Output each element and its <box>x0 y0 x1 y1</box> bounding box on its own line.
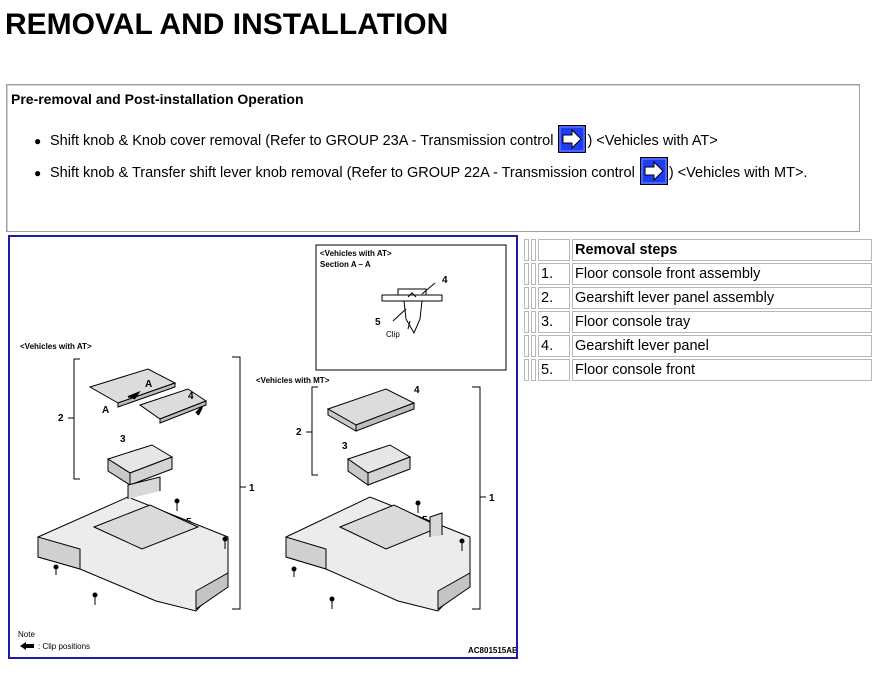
mt-callout-1: 1 <box>489 493 495 504</box>
table-row: 2. Gearshift lever panel assembly <box>524 287 872 309</box>
pre-operation-item-suffix: ) <Vehicles with MT>. <box>668 165 808 181</box>
inset-clip-section-drawing <box>381 282 443 335</box>
removal-steps-table: Removal steps 1. Floor console front ass… <box>522 237 874 383</box>
mt-heading: <Vehicles with MT> <box>256 376 330 385</box>
mt-floor-console-drawing <box>285 496 471 612</box>
mt-callout-2: 2 <box>296 427 302 438</box>
step-number: 3. <box>538 311 570 333</box>
table-row: 3. Floor console tray <box>524 311 872 333</box>
at-clip-arrow-icon <box>127 390 141 400</box>
at-callout-4: 4 <box>188 391 194 402</box>
mt-callout-3: 3 <box>342 441 348 452</box>
step-number: 4. <box>538 335 570 357</box>
inset-section-label: Section A – A <box>320 260 371 269</box>
inset-box <box>315 244 507 371</box>
at-brackets <box>68 356 246 610</box>
table-header-row: Removal steps <box>524 239 872 261</box>
step-name: Gearshift lever panel <box>572 335 872 357</box>
table-row: 4. Gearshift lever panel <box>524 335 872 357</box>
reference-link-arrow-icon[interactable] <box>558 125 587 153</box>
inset-callout-5: 5 <box>375 317 381 328</box>
at-callout-a-left: A <box>102 405 109 416</box>
at-screw-icons <box>53 498 228 605</box>
at-heading: <Vehicles with AT> <box>20 342 92 351</box>
reference-link-arrow-icon[interactable] <box>639 157 668 185</box>
step-name: Floor console front <box>572 359 872 381</box>
at-gearshift-panel-drawing <box>88 368 208 424</box>
inset-clip-label: Clip <box>386 330 400 339</box>
note-text: : Clip positions <box>38 642 90 651</box>
step-name: Gearshift lever panel assembly <box>572 287 872 309</box>
at-floor-console-drawing <box>37 476 229 612</box>
bullet-icon: ● <box>34 166 42 180</box>
step-number: 2. <box>538 287 570 309</box>
exploded-view-diagram[interactable]: <Vehicles with AT> Section A – A 4 5 Cli… <box>8 235 518 659</box>
mt-gearshift-panel-drawing <box>326 388 416 432</box>
step-number: 5. <box>538 359 570 381</box>
diagram-svg: <Vehicles with AT> Section A – A 4 5 Cli… <box>18 244 516 655</box>
pre-operation-item: ● Shift knob & Knob cover removal (Refer… <box>7 125 859 157</box>
page-title: REMOVAL AND INSTALLATION <box>5 8 449 41</box>
step-name: Floor console tray <box>572 311 872 333</box>
step-name: Floor console front assembly <box>572 263 872 285</box>
at-callout-2: 2 <box>58 413 64 424</box>
pre-operation-box: Pre-removal and Post-installation Operat… <box>6 84 860 232</box>
at-clip-arrow-icon <box>195 406 203 416</box>
pre-operation-item: ● Shift knob & Transfer shift lever knob… <box>7 157 859 189</box>
at-callout-a-top: A <box>145 379 152 390</box>
at-callout-1: 1 <box>249 483 255 494</box>
removal-steps-heading: Removal steps <box>572 239 872 261</box>
pre-operation-heading: Pre-removal and Post-installation Operat… <box>11 91 304 107</box>
inset-callout-4: 4 <box>442 275 448 286</box>
figure-code: AC801515AB <box>468 646 516 655</box>
pre-operation-item-text: Shift knob & Transfer shift lever knob r… <box>50 165 639 181</box>
mt-console-tray-drawing <box>346 444 412 486</box>
at-callout-3: 3 <box>120 434 126 445</box>
bullet-icon: ● <box>34 134 42 148</box>
note-label: Note <box>18 630 35 639</box>
table-row: 1. Floor console front assembly <box>524 263 872 285</box>
inset-heading: <Vehicles with AT> <box>320 249 392 258</box>
clip-position-arrow-icon <box>20 642 34 650</box>
mt-screw-icons <box>291 500 465 609</box>
pre-operation-item-suffix: ) <Vehicles with AT> <box>587 133 718 149</box>
table-row: 5. Floor console front <box>524 359 872 381</box>
mt-brackets <box>306 386 486 610</box>
at-console-tray-drawing <box>106 444 174 486</box>
mt-callout-4: 4 <box>414 385 420 396</box>
pre-operation-list: ● Shift knob & Knob cover removal (Refer… <box>7 125 859 189</box>
step-number: 1. <box>538 263 570 285</box>
pre-operation-item-text: Shift knob & Knob cover removal (Refer t… <box>50 133 558 149</box>
